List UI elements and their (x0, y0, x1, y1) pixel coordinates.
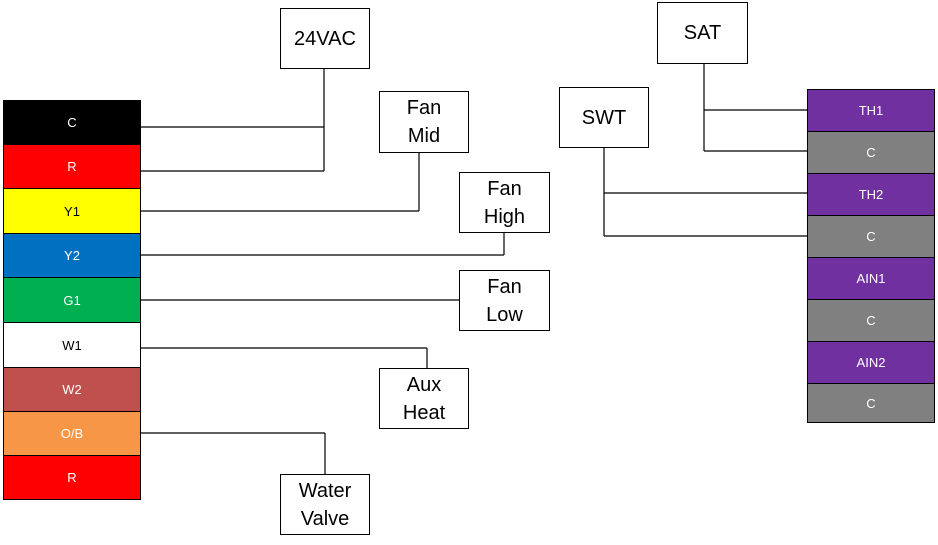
left-terminal-y2: Y2 (3, 233, 141, 278)
right-terminal-ain1: AIN1 (807, 257, 935, 300)
device-water-valve: Water Valve (280, 474, 370, 535)
right-terminal-th1: TH1 (807, 89, 935, 132)
left-terminal-g1: G1 (3, 277, 141, 323)
left-terminal-ob: O/B (3, 411, 141, 456)
right-terminal-c2: C (807, 215, 935, 258)
left-terminal-r: R (3, 144, 141, 189)
device-fan-mid: Fan Mid (379, 91, 469, 153)
right-terminal-c1: C (807, 131, 935, 174)
right-terminal-c4: C (807, 383, 935, 423)
left-terminal-c: C (3, 100, 141, 145)
device-fan-low: Fan Low (459, 270, 550, 331)
device-sat: SAT (657, 2, 748, 64)
device-fan-high: Fan High (459, 172, 550, 233)
left-terminal-y1: Y1 (3, 188, 141, 234)
left-terminal-w2: W2 (3, 367, 141, 412)
right-terminal-ain2: AIN2 (807, 341, 935, 384)
right-terminal-c3: C (807, 299, 935, 342)
device-swt: SWT (559, 87, 649, 148)
device-aux-heat: Aux Heat (379, 368, 469, 429)
right-terminal-th2: TH2 (807, 173, 935, 216)
left-terminal-r2: R (3, 455, 141, 500)
left-terminal-w1: W1 (3, 322, 141, 368)
device-24vac: 24VAC (280, 8, 370, 69)
